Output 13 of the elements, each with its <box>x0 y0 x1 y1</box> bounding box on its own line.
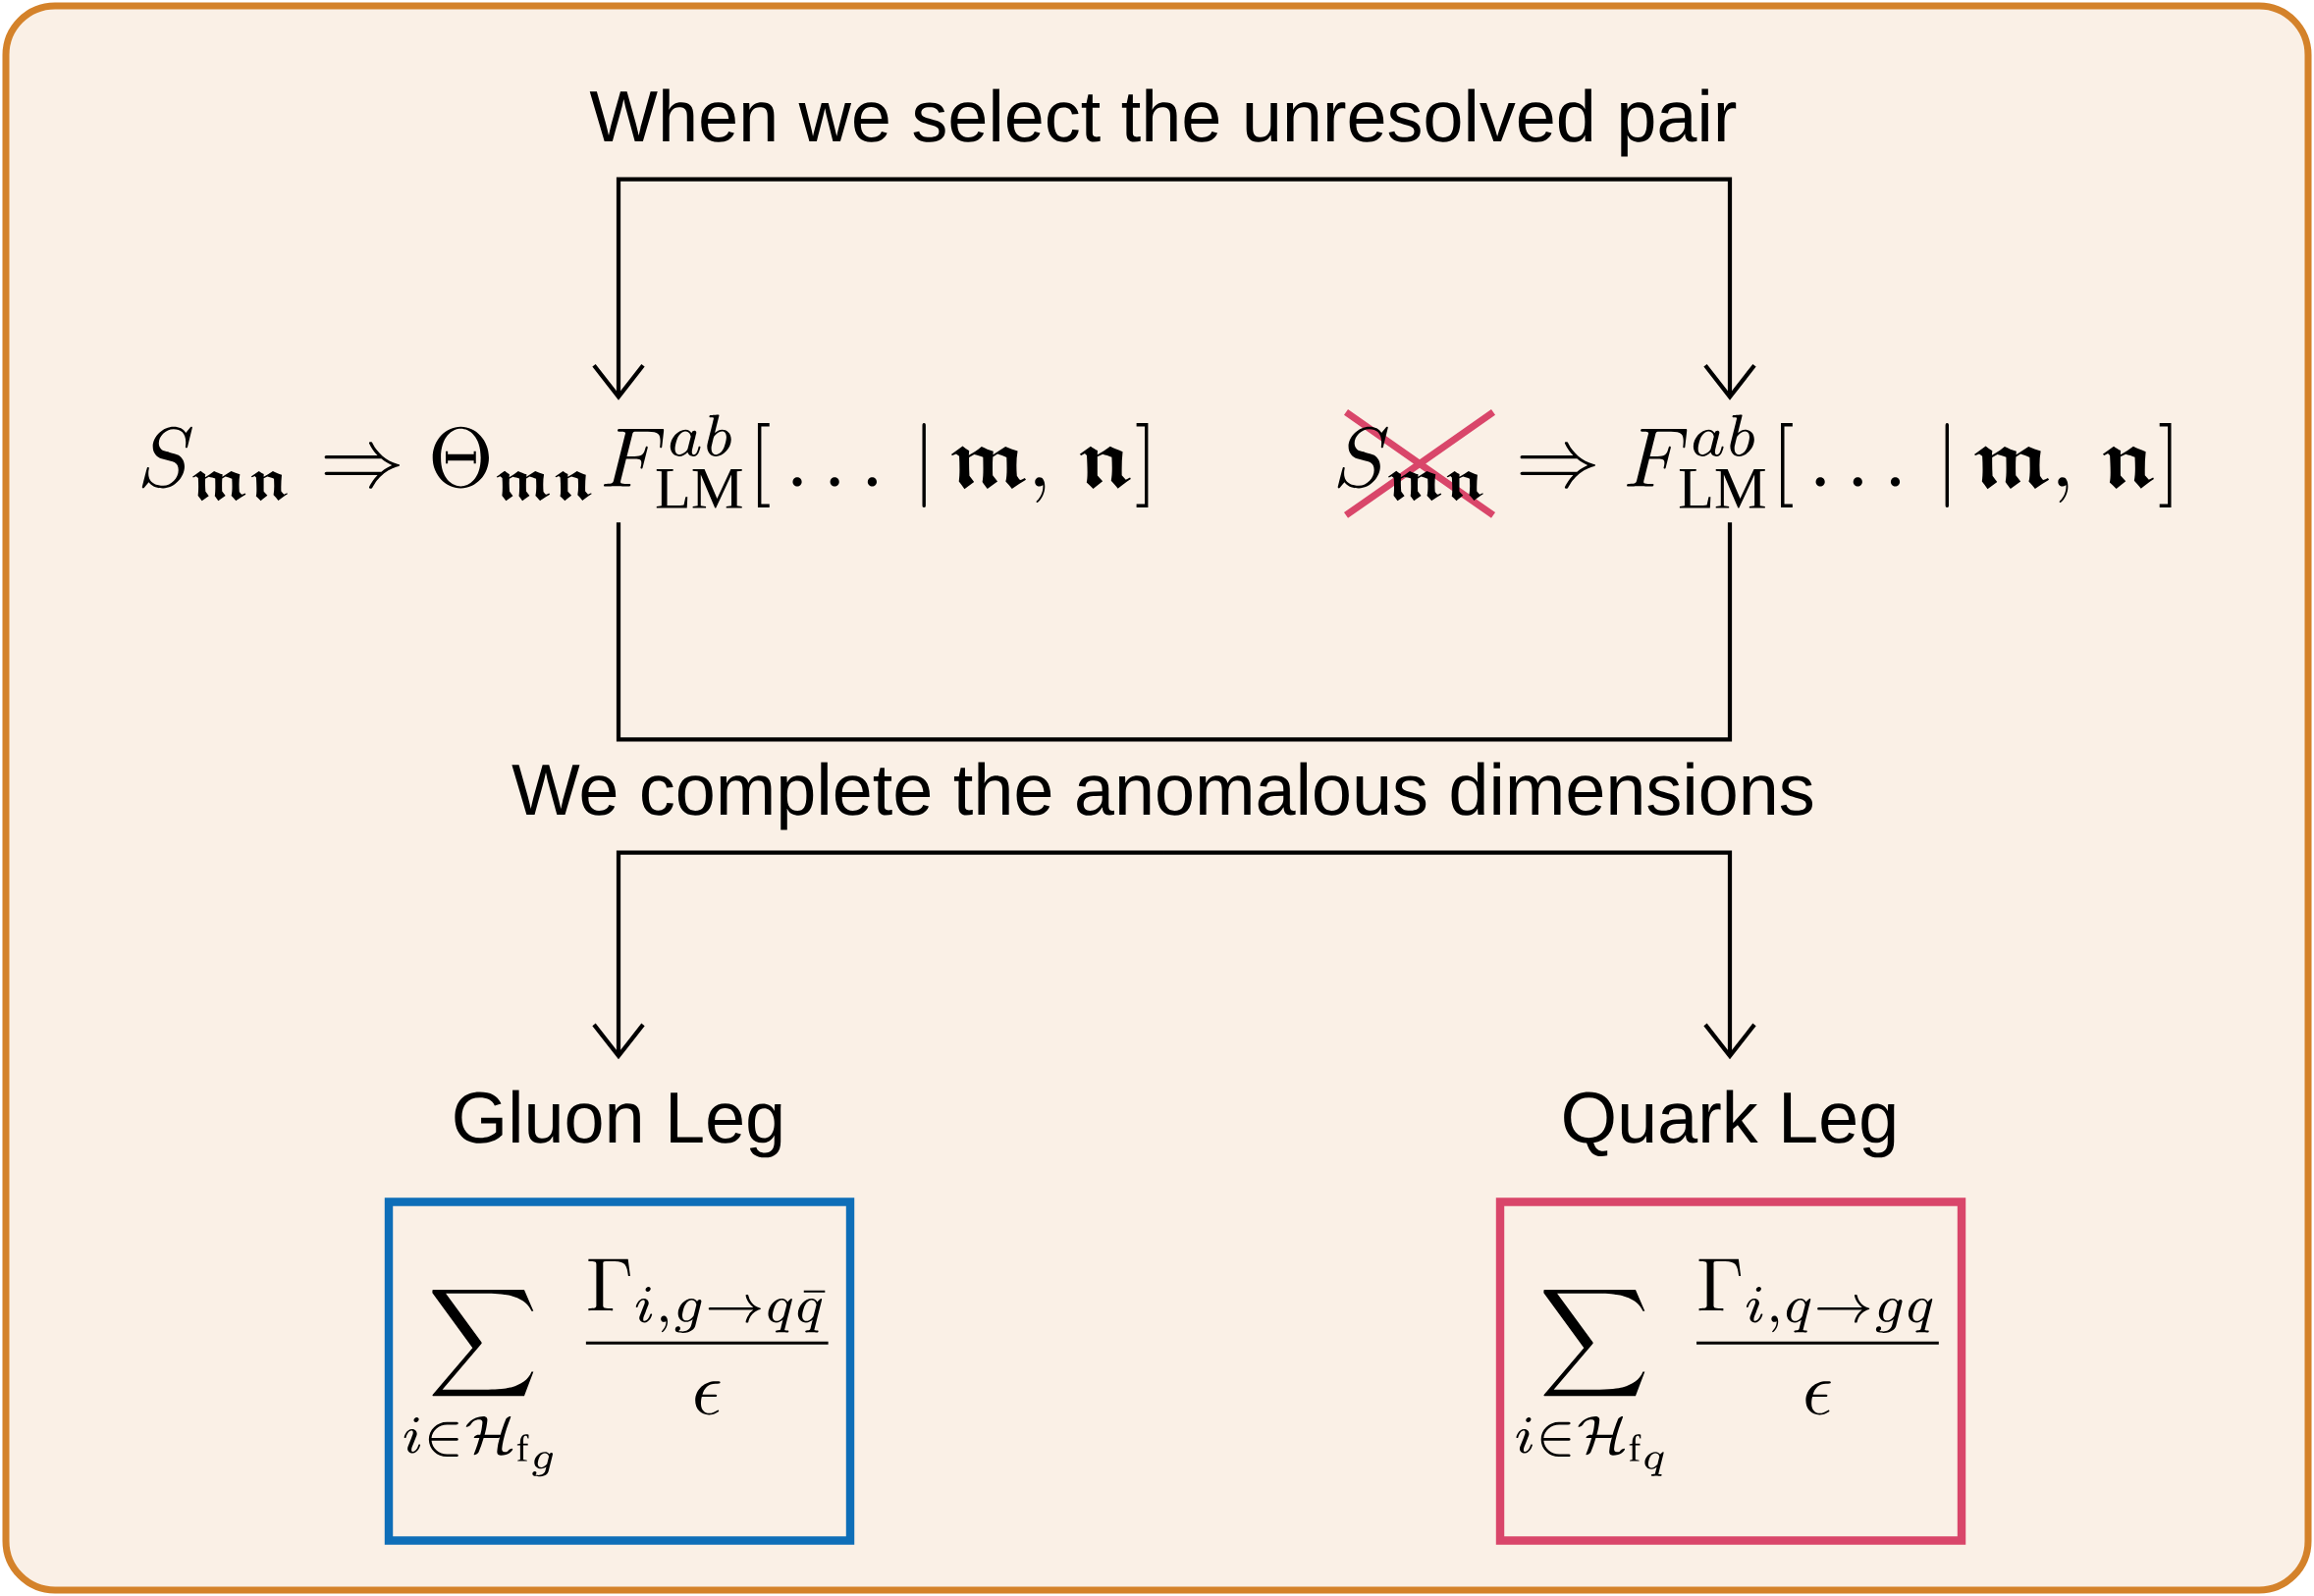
leg-title: Quark Leg <box>1564 1090 1895 1158</box>
connector <box>592 177 1163 400</box>
connector <box>1163 522 1733 742</box>
equation: $S_{\bm{\mathfrak{m}}\bm{\mathfrak{n}}} \Rightarrow \Theta_{\bm{\mathfrak{m}}\bm{\mathfrak{n}}} F^{ab}_{\mathrm{LM}}[\,\ldots\,|\,\bm{\mathfrak{m}},\,\bm{\mathfrak{n}}]$ <box>141 414 1149 508</box>
formula-box: $\sum_{i\in\mathcal{H}_{\mathrm{f}_g}} \frac{\Gamma_{i,g\to q\bar{q}}}{\epsilon}$ <box>384 1197 855 1545</box>
leg-title: Gluon Leg <box>455 1090 781 1158</box>
connector <box>592 850 1163 1060</box>
connector <box>616 522 1163 742</box>
connector <box>1163 850 1756 1060</box>
heading-text: When we select the unresolved pair <box>589 88 1737 157</box>
connector <box>1163 177 1756 400</box>
formula-box: $\sum_{i\in\mathcal{H}_{\mathrm{f}_q}} \frac{\Gamma_{i,q\to gq}}{\epsilon}$ <box>1495 1197 1966 1545</box>
heading-text: We complete the anomalous dimensions <box>511 762 1812 830</box>
